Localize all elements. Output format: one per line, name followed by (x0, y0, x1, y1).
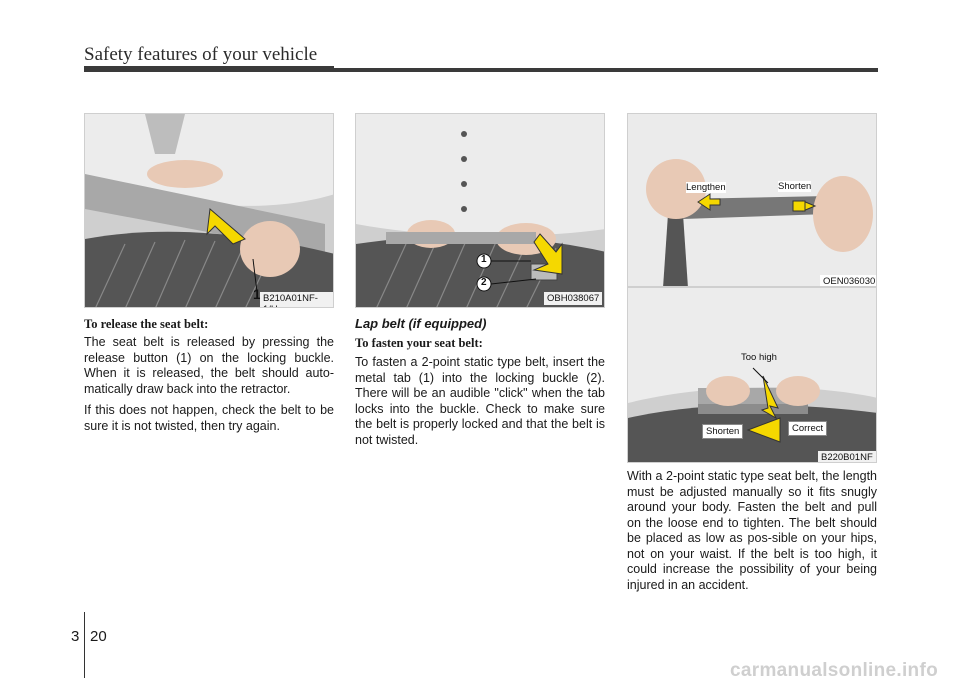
paragraph-release-belt: The seat belt is released by pressing th… (84, 335, 334, 396)
chapter-number: 3 (71, 628, 80, 645)
label-shorten: Shorten (778, 181, 812, 192)
label-correct: Correct (788, 421, 828, 436)
figure-belt-position: Too high Shorten Correct B220B01NF (627, 287, 877, 463)
heading-release-belt: To release the seat belt: (84, 317, 209, 331)
label-shorten: Shorten (702, 424, 744, 439)
heading-fasten-belt: To fasten your seat belt: (355, 336, 483, 350)
figure-callout-1: 1 (481, 254, 487, 265)
figure-callout-1: 1 (253, 286, 261, 302)
figure-lap-belt-illustration (356, 114, 604, 307)
figure-code: B210A01NF-1/H (260, 292, 333, 307)
watermark: carmanualsonline.info (730, 660, 938, 681)
figure-adjust-length-illustration (628, 114, 876, 286)
figure-code: OBH038067 (544, 292, 603, 305)
figure-adjust-length: Lengthen Shorten OEN036030 (627, 113, 877, 287)
footer-rule (84, 612, 85, 678)
header-rule (84, 68, 878, 72)
figure-belt-position-illustration (628, 288, 876, 462)
figure-code: OEN036030 (820, 275, 876, 286)
label-lengthen: Lengthen (686, 182, 726, 193)
paragraph-adjust-belt: With a 2-point static type seat belt, th… (627, 469, 877, 592)
paragraph-check-twisted: If this does not happen, check the belt … (84, 403, 334, 433)
page-header-title: Safety features of your vehicle (84, 44, 318, 65)
page-number: 20 (90, 628, 107, 645)
paragraph-fasten-belt: To fasten a 2-point static type belt, in… (355, 355, 605, 447)
figure-release-belt-illustration (85, 114, 333, 307)
figure-release-belt: 1 B210A01NF-1/H (84, 113, 334, 308)
label-too-high: Too high (741, 352, 777, 363)
figure-lap-belt: 1 2 OBH038067 (355, 113, 605, 308)
heading-lap-belt: Lap belt (if equipped) (355, 316, 487, 331)
figure-code: B220B01NF (818, 451, 876, 462)
figure-callout-2: 2 (481, 277, 487, 288)
